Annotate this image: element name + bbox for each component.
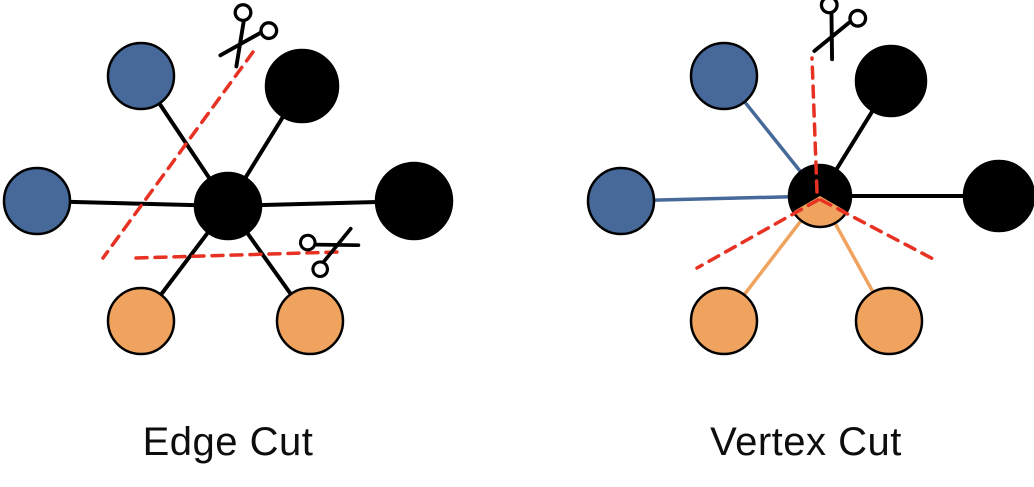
edge-cut-label: Edge Cut — [142, 420, 314, 464]
vertex-cut-diagram — [586, 0, 1034, 356]
vertex-cut-cut-line-2 — [819, 198, 939, 263]
vertex-cut-node-black-right — [962, 159, 1034, 233]
vertex-cut-node-blue-left — [586, 166, 656, 236]
vertex-cut-label: Vertex Cut — [710, 420, 902, 464]
edge-cut-node-orange-bottom-right — [275, 286, 345, 356]
vertex-cut-cut-line-0 — [810, 56, 819, 194]
vertex-cut-center-wedge — [794, 196, 846, 226]
edge-cut-scissors-icon-0 — [218, 3, 279, 69]
vertex-cut-scissors-icon-0 — [812, 0, 868, 62]
edge-cut-diagram — [2, 3, 454, 356]
vertex-cut-cut-line-1 — [695, 198, 820, 270]
vertex-cut-node-blue-top-left — [689, 41, 759, 111]
edge-cut-node-black-right — [374, 161, 454, 241]
edge-cut-cut-line-1 — [134, 250, 340, 260]
edge-cut-cut-line-0 — [101, 50, 255, 260]
vertex-cut-node-orange-bottom-right — [854, 286, 924, 356]
vertex-cut-node-black-top-right — [854, 44, 928, 118]
edge-cut-node-black-top-right — [264, 48, 340, 124]
edge-cut-node-blue-left — [2, 166, 72, 236]
edge-cut-node-center — [193, 171, 263, 241]
edge-cut-node-blue-top-left — [106, 41, 176, 111]
edge-cut-scissors-icon-1 — [298, 226, 361, 279]
edge-cut-node-orange-bottom-left — [106, 286, 176, 356]
vertex-cut-node-orange-bottom-left — [689, 286, 759, 356]
